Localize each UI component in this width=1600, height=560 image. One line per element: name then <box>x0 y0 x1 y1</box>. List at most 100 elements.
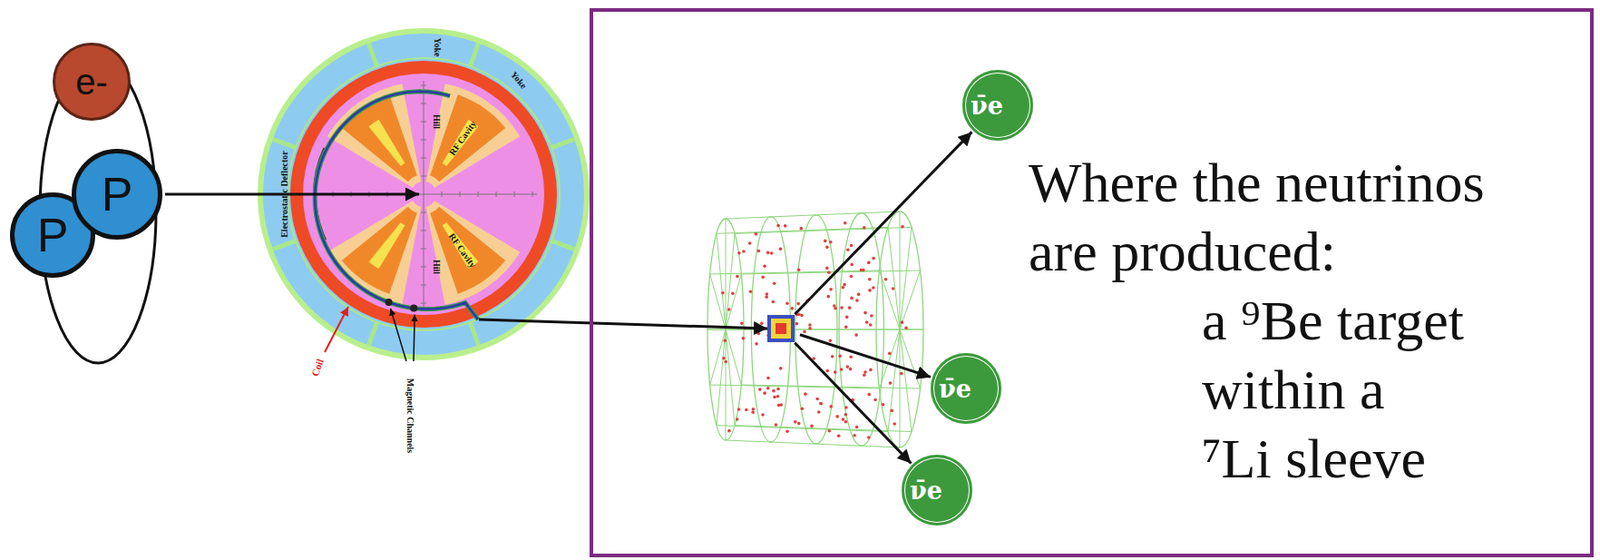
hit-dot <box>748 241 752 245</box>
text-panel: Where the neutrinos are produced:a ⁹Be t… <box>589 8 1594 557</box>
detector-spoke <box>899 329 912 432</box>
detector-spoke <box>725 329 735 426</box>
beam-path <box>314 91 479 320</box>
detector-spoke <box>899 226 912 330</box>
hit-dot <box>795 321 800 326</box>
yoke-strut <box>551 240 575 249</box>
detector-spoke <box>899 270 921 330</box>
detector-spoke <box>707 329 726 331</box>
hit-dot <box>737 251 742 255</box>
hit-dot <box>837 434 841 439</box>
hit-dot <box>829 339 833 343</box>
axis-tick <box>441 191 443 197</box>
axis-tick <box>420 103 427 105</box>
hit-dot <box>855 298 859 303</box>
hit-dot <box>823 239 828 244</box>
hit-dot <box>871 285 876 290</box>
detector-wire <box>710 384 880 389</box>
detector-wire <box>716 226 888 234</box>
detector-wire <box>734 425 912 432</box>
hit-dot <box>785 429 790 433</box>
hit-dot <box>848 354 853 359</box>
leaders <box>324 306 415 361</box>
beam-arrow <box>165 193 420 196</box>
hit-dot <box>846 247 850 252</box>
yoke-strut <box>368 43 377 67</box>
electron-circle: e- <box>52 42 131 121</box>
hit-dot <box>892 421 897 426</box>
hit-dot <box>802 330 807 334</box>
hit-dot <box>727 307 732 312</box>
hit-dot <box>845 315 849 320</box>
detector-ring <box>876 211 924 448</box>
hit-dot <box>809 424 814 429</box>
hit-dot <box>827 429 831 433</box>
hit-dot <box>899 371 904 376</box>
hit-dot <box>776 224 781 228</box>
hit-dot <box>722 338 727 342</box>
hit-dot <box>766 251 771 255</box>
hit-dot <box>749 289 753 293</box>
axis-tick <box>420 230 427 232</box>
node-text: a ⁹Be target within a ⁷Li sleeve <box>1201 285 1465 493</box>
hit-dot <box>774 422 779 427</box>
hill-sector <box>426 83 521 188</box>
hit-dot <box>833 306 838 311</box>
axis-tick <box>496 191 498 197</box>
hit-dot <box>852 433 857 438</box>
hit-dot <box>862 372 867 377</box>
hit-dot <box>891 286 896 291</box>
hill-sector <box>327 83 422 188</box>
hit-dot <box>855 425 859 430</box>
hit-dot <box>797 421 801 426</box>
hit-dot <box>764 294 769 299</box>
rf-cavity <box>429 94 506 182</box>
axis-tick <box>532 191 534 197</box>
part-label: RF Cavity <box>447 231 479 270</box>
axis-tick <box>420 302 427 304</box>
rf-dee <box>442 119 479 166</box>
part-label: RF Cavity <box>447 118 479 157</box>
hit-dot <box>829 404 833 409</box>
hit-dot <box>868 288 872 293</box>
hit-dot <box>819 401 823 406</box>
hit-dot <box>754 341 759 346</box>
antineutrino-circle: ν̄e <box>962 69 1034 141</box>
yoke-strut <box>469 321 479 345</box>
hill-sector <box>327 200 422 305</box>
hit-dot <box>735 274 740 279</box>
hit-dot <box>753 232 758 236</box>
hit-dot <box>779 366 783 371</box>
yoke-strut <box>273 138 296 147</box>
hit-dot <box>862 225 867 230</box>
hit-dot <box>890 409 895 413</box>
part-label: Coil <box>309 357 326 379</box>
axis-tick <box>420 248 427 250</box>
hit-dot <box>727 429 732 433</box>
hit-dot <box>772 281 777 285</box>
beam-path <box>314 91 479 320</box>
beam-arrow <box>478 319 768 329</box>
channel-leader <box>413 314 415 361</box>
hit-dot <box>904 325 908 330</box>
hit-dot <box>869 313 874 318</box>
detector-spoke <box>876 329 900 331</box>
hit-dot <box>826 294 830 299</box>
hit-dot <box>808 322 812 327</box>
hit-dot <box>833 370 838 374</box>
node-text: P <box>101 170 134 218</box>
node-text: ν̄e <box>970 93 1025 118</box>
hit-dot <box>835 414 840 419</box>
hit-dot <box>771 389 776 393</box>
axis-tick <box>420 284 427 286</box>
hit-dot <box>873 398 878 402</box>
hit-dot <box>844 324 849 329</box>
node-text: ν̄e <box>909 478 965 503</box>
antineutrino-circle: ν̄e <box>930 352 1002 424</box>
hit-dot <box>776 394 781 399</box>
part-label: Yoke <box>432 37 443 57</box>
node-text: e- <box>75 63 108 100</box>
axis-tick <box>420 157 427 159</box>
hit-dot <box>839 305 844 310</box>
